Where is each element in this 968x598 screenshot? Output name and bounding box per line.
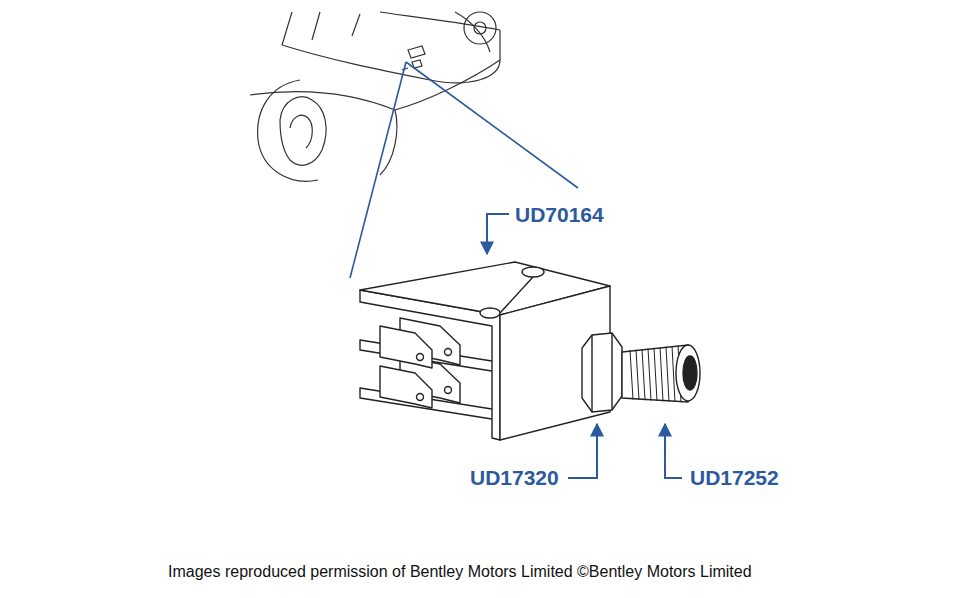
part-number: UD70164 — [515, 203, 604, 226]
thread-line — [672, 346, 675, 402]
car-sketch — [250, 12, 500, 181]
part-number: UD17320 — [470, 466, 559, 489]
thread-line — [636, 350, 639, 400]
thread-line — [666, 347, 669, 402]
switch-body — [360, 262, 610, 440]
credit-caption: Images reproduced permission of Bentley … — [168, 562, 752, 581]
thread-line — [660, 347, 663, 401]
thread-line — [630, 350, 633, 399]
thread-line — [648, 348, 651, 400]
callout-leader — [487, 214, 682, 478]
threaded-stem — [582, 333, 700, 412]
thread-line — [642, 349, 645, 400]
thread-line — [654, 348, 657, 401]
part-number: UD17252 — [690, 466, 779, 489]
leader-line — [350, 62, 578, 278]
